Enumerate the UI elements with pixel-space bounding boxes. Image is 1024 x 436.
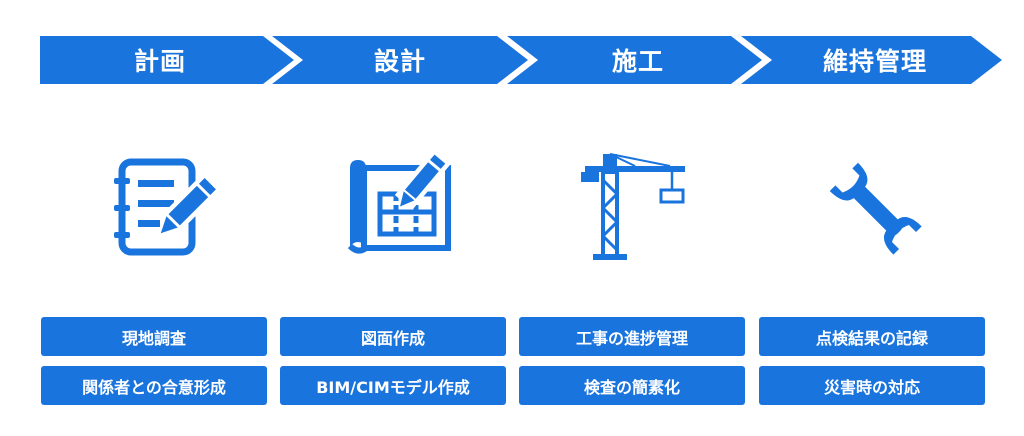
stage-title-maintenance: 維持管理 [822,47,927,76]
task-inspection: 検査の簡素化 [519,366,745,405]
blueprint-pencil-icon [347,150,451,254]
stage-title-design: 設計 [373,47,426,76]
task-consensus: 関係者との合意形成 [41,366,267,405]
stage-title-construction: 施工 [611,47,664,76]
task-records: 点検結果の記録 [759,317,985,356]
wrench-icon [829,162,922,255]
task-drawing: 図面作成 [280,317,506,356]
task-progress: 工事の進捗管理 [519,317,745,356]
task-site-survey: 現地調査 [41,317,267,356]
stage-title-plan: 計画 [133,47,186,76]
chevron-stage-1 [40,36,294,84]
chevron-stage-4 [741,36,1002,84]
task-bim-cim: BIM/CIMモデル作成 [280,366,506,405]
chevron-stage-2 [272,36,528,84]
notepad-pencil-icon [114,158,220,256]
chevron-stage-3 [507,36,762,84]
tower-crane-icon [581,153,685,260]
task-disaster: 災害時の対応 [759,366,985,405]
